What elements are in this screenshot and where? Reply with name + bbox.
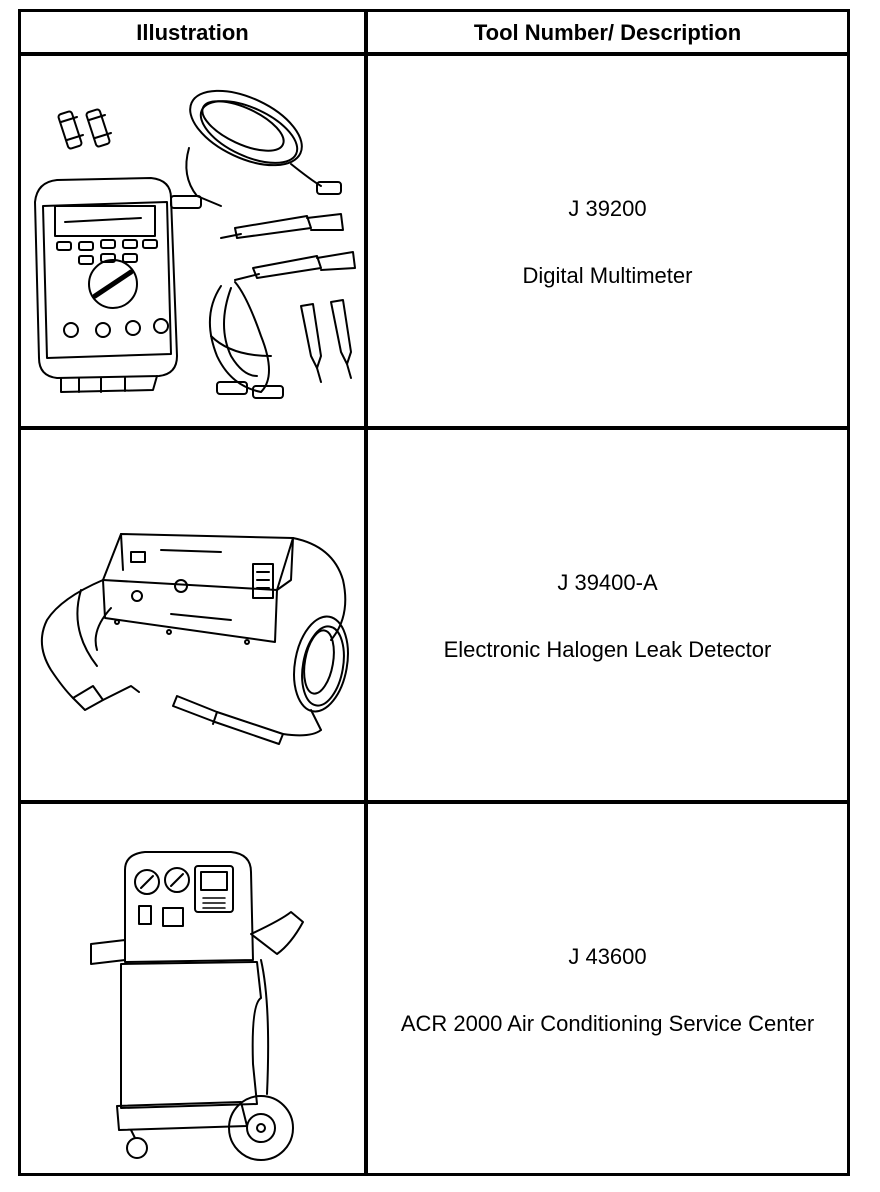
coiled-cord-icon	[292, 537, 349, 731]
row-divider-1	[21, 426, 847, 430]
row-3-description-cell: J 43600 ACR 2000 Air Conditioning Servic…	[368, 804, 847, 1176]
tool-number: J 43600	[568, 944, 647, 969]
test-lead-icon	[208, 281, 284, 399]
header-divider	[21, 52, 847, 56]
column-divider	[364, 12, 368, 1173]
cart-wheel-icon	[116, 1095, 294, 1161]
power-cord-icon	[40, 579, 140, 711]
leak-detector-illustration	[21, 430, 364, 800]
tool-table: Illustration Tool Number/ Description	[18, 9, 850, 1176]
sensor-probe-icon	[172, 695, 322, 745]
meter-body-icon	[34, 177, 178, 393]
alligator-clip-icon	[220, 213, 356, 281]
service-cart-body-icon	[90, 851, 304, 1109]
digital-multimeter-illustration	[21, 56, 364, 426]
probe-icon	[300, 299, 352, 383]
tool-description: Digital Multimeter	[522, 263, 693, 288]
tool-number: J 39200	[568, 196, 647, 221]
row-1-description-cell: J 39200 Digital Multimeter	[368, 56, 847, 426]
tool-description: Electronic Halogen Leak Detector	[443, 637, 772, 662]
tool-number: J 39400-A	[557, 570, 658, 595]
tool-description: ACR 2000 Air Conditioning Service Center	[400, 1011, 815, 1036]
row-2-description-cell: J 39400-A Electronic Halogen Leak Detect…	[368, 430, 847, 800]
header-tool-description: Tool Number/ Description	[473, 20, 742, 45]
row-divider-2	[21, 800, 847, 804]
ac-service-center-illustration	[21, 804, 364, 1176]
detector-case-icon	[102, 533, 294, 645]
fuse-icon	[57, 108, 112, 150]
header-illustration: Illustration	[136, 20, 249, 45]
test-lead-icon	[170, 89, 342, 209]
